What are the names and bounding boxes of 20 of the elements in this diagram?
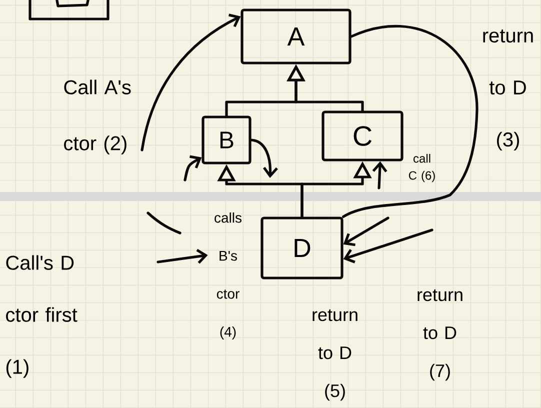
class-box: A (240, 8, 352, 64)
arrow (184, 155, 202, 182)
annotation: return to D (5) (312, 309, 358, 401)
arrow (343, 228, 434, 264)
arrow (156, 248, 208, 264)
class-box: D (260, 216, 344, 280)
annotation: calls B's ctor (4) (214, 212, 242, 340)
class-box: B (202, 116, 252, 164)
annotation: return to D (7) (418, 289, 462, 381)
edge-label: return to D (3) (483, 29, 533, 151)
curved-arrow (250, 138, 278, 178)
class-box: C (322, 110, 404, 162)
arrow (372, 161, 388, 190)
edge-label: call C (6) (408, 154, 435, 182)
arrow (343, 216, 390, 246)
curved-arrow (140, 14, 241, 152)
box-outline (28, 0, 110, 20)
edge-label: Call A's ctor (2) (64, 80, 131, 154)
curved-line (342, 24, 478, 218)
annotation: Call's D ctor first (1) (6, 255, 78, 378)
